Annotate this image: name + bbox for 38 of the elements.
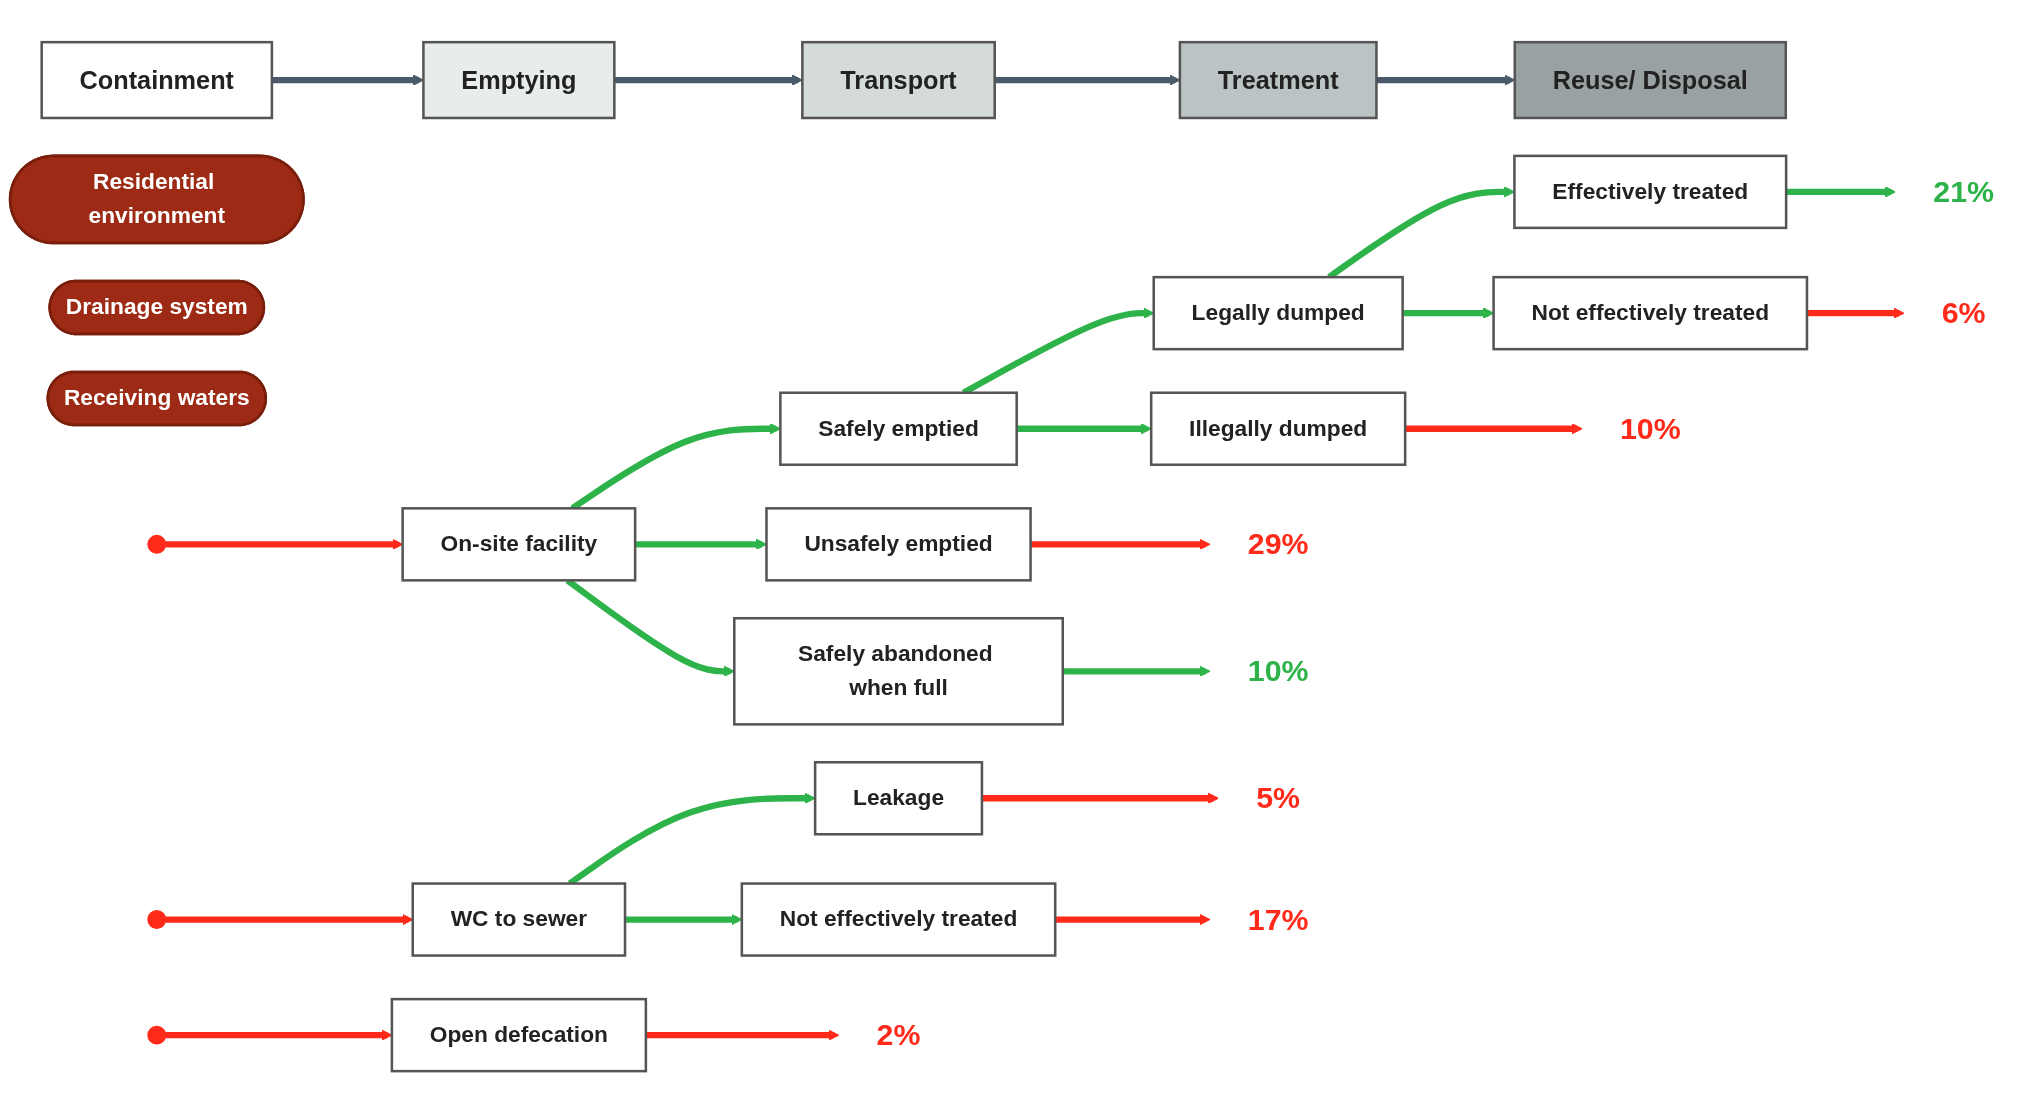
node-box: Transport (801, 40, 996, 120)
arrow (614, 74, 803, 86)
node-text: 29% (1247, 526, 1309, 561)
arrow (635, 538, 767, 550)
node-box: Not effectively treated (1492, 275, 1809, 351)
node-box: Treatment (1178, 40, 1378, 120)
node-box: Reuse/ Disposal (1513, 40, 1788, 120)
node-text: 21% (1933, 174, 1994, 209)
arrow (1405, 423, 1583, 435)
arrow (1806, 307, 1905, 319)
node-box: Legally dumped (1152, 275, 1404, 351)
node-text: 6% (1941, 295, 1986, 330)
node-box: Emptying (422, 40, 616, 120)
node-box: Safely emptied (779, 391, 1018, 466)
node-text: 5% (1256, 780, 1301, 815)
node-box: Containment (40, 40, 274, 120)
arrow (1062, 665, 1211, 677)
node-box: On-site facility (401, 507, 637, 582)
node-box: Safely abandoned when full (733, 616, 1065, 726)
node-box: Not effectively treated (740, 882, 1057, 957)
arrow (271, 74, 424, 86)
node-text: 17% (1247, 901, 1309, 936)
node-box: Unsafely emptied (765, 507, 1032, 582)
node-text: 2% (876, 1017, 921, 1052)
arrow (1055, 914, 1211, 926)
arrow (1030, 538, 1211, 550)
node-box: Leakage (813, 761, 984, 836)
arrow (625, 914, 743, 926)
arrow (1016, 423, 1152, 435)
node-box: Open defecation (390, 997, 648, 1073)
arrow (645, 1029, 840, 1041)
node-box: WC to sewer (411, 882, 627, 957)
node-box: Effectively treated (1513, 154, 1788, 230)
arrow (981, 792, 1219, 804)
arrow (1786, 186, 1896, 198)
node-text: 10% (1247, 653, 1309, 688)
node-box: Illegally dumped (1149, 391, 1407, 466)
node-text: 10% (1619, 411, 1681, 446)
